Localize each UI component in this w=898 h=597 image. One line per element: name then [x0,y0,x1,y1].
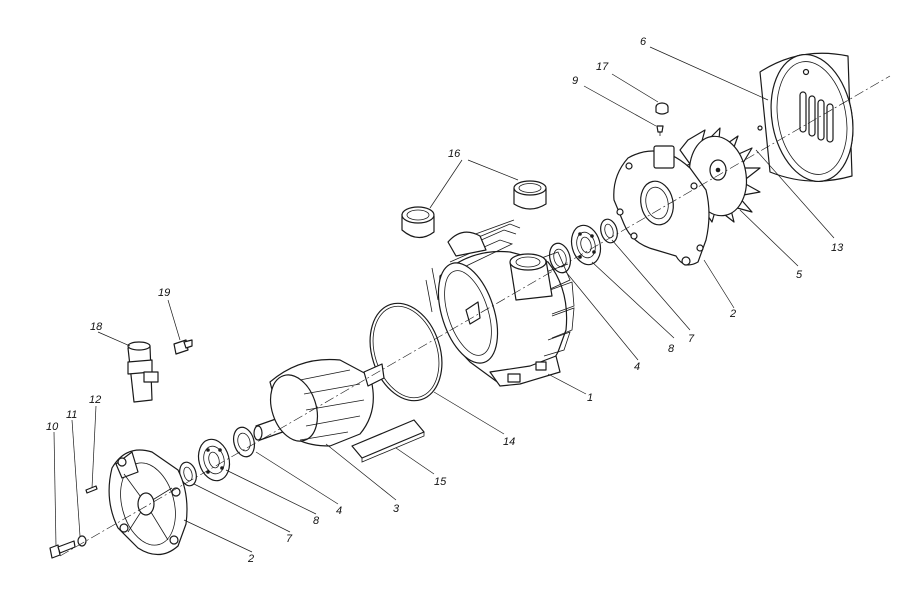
label-9: 9 [572,75,578,87]
part-gasket-16b [513,180,547,210]
housing-fins [425,219,575,357]
part-washer-11 [77,535,87,547]
part-nipple-19 [173,339,193,355]
label-14: 14 [503,436,515,448]
part-rear-bearing-8 [570,224,602,266]
part-plug-17 [655,102,669,115]
part-rear-end-shield [613,145,710,266]
part-front-end-shield [108,449,188,556]
label-11: 11 [66,409,77,421]
part-screw-9 [656,125,664,136]
label-2-rear: 2 [729,308,736,320]
label-7-front: 7 [286,533,293,545]
part-o-ring [369,302,443,402]
label-6: 6 [640,36,647,48]
part-rotor [253,358,385,447]
part-pin-12 [85,485,98,494]
label-19: 19 [158,287,170,299]
label-15: 15 [434,476,447,488]
label-10: 10 [46,421,59,433]
part-stator-housing [425,219,575,387]
label-8-rear: 8 [668,343,675,355]
part-plate [351,419,425,463]
label-4-rear: 4 [634,361,640,373]
label-2-front: 2 [247,553,254,565]
label-12: 12 [89,394,101,406]
part-bolt-10 [49,540,76,559]
label-13: 13 [831,242,844,254]
part-gasket-16a [401,206,435,239]
callout-labels: 1 2 2 3 4 4 5 6 7 7 8 8 9 10 11 12 13 14… [46,36,844,565]
label-4-front: 4 [336,505,342,517]
part-fan-cover [757,52,854,183]
part-rear-washer-7 [600,218,618,244]
label-7-rear: 7 [688,333,695,345]
label-16: 16 [448,148,461,160]
label-8-front: 8 [313,515,320,527]
label-5: 5 [796,269,803,281]
housing-feet [489,355,561,387]
assembly-axis-line [59,75,891,557]
label-17: 17 [596,61,609,73]
label-18: 18 [90,321,103,333]
part-front-seal-4 [232,426,256,458]
label-1: 1 [587,392,593,404]
leader-lines [53,46,835,553]
part-front-bearing-8 [197,438,231,482]
fan-cover-slots [799,91,834,143]
label-3: 3 [393,503,400,515]
part-breather-18 [127,341,159,403]
